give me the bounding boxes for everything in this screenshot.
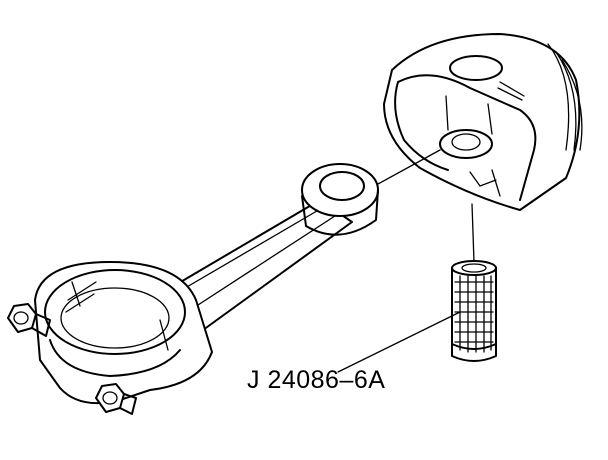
callout-leader xyxy=(337,311,461,373)
piston-pin xyxy=(451,260,497,362)
piston-pin-bore xyxy=(439,129,493,159)
alignment-line xyxy=(471,203,475,263)
rod-bolt xyxy=(95,383,137,415)
rod-big-end-bore xyxy=(44,269,186,355)
alignment-line xyxy=(377,149,441,185)
rod-bolt xyxy=(7,303,51,337)
rod-small-end-bore xyxy=(319,171,365,201)
tool-callout-label: J 24086–6A xyxy=(247,366,386,394)
piston xyxy=(383,33,583,211)
connecting-rod xyxy=(34,163,379,405)
